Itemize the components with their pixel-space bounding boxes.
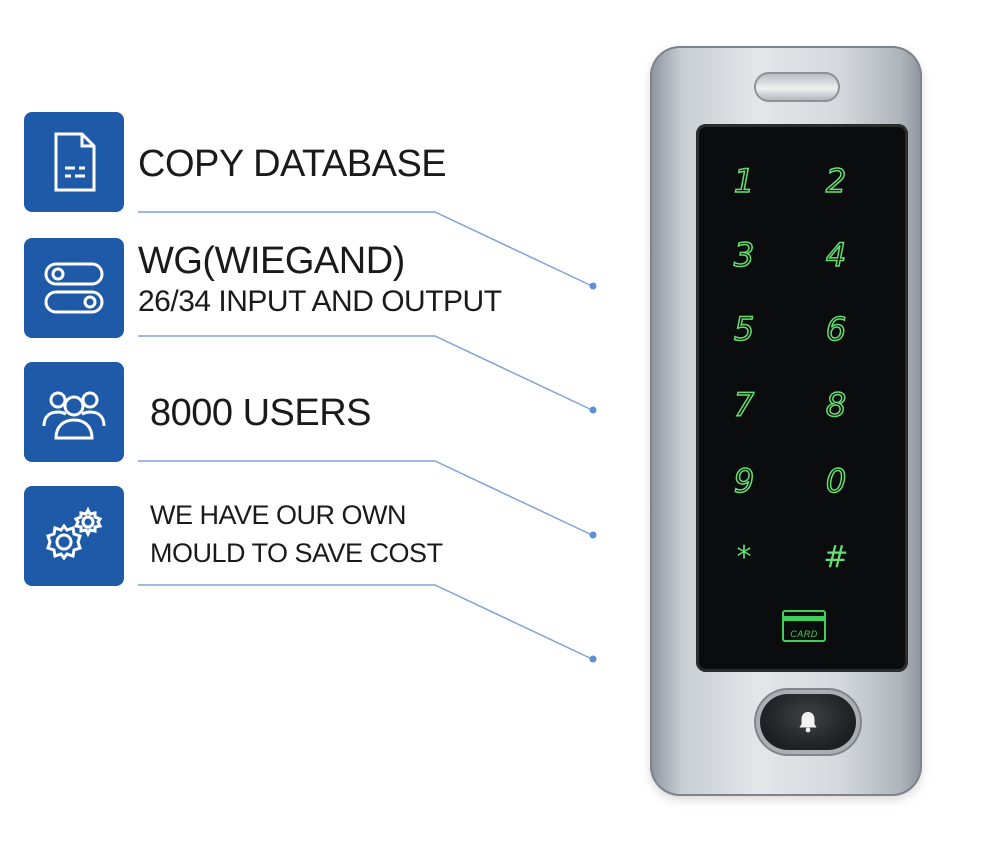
feature-icon-wiegand	[24, 238, 124, 338]
feature-icon-users	[24, 362, 124, 462]
key-star[interactable]: *	[736, 540, 752, 575]
feature-users-text: 8000 USERS	[150, 392, 372, 434]
bell-icon	[799, 712, 817, 733]
card-reader-area: CARD	[782, 610, 826, 642]
key-2[interactable]: 2	[825, 161, 847, 201]
key-hash[interactable]: #	[823, 540, 849, 575]
feature-wiegand-title: WG(WIEGAND)	[138, 240, 405, 282]
doorbell-button[interactable]	[760, 694, 856, 750]
feature-mould-line1: WE HAVE OUR OWN	[150, 500, 407, 530]
key-1[interactable]: 1	[733, 161, 755, 201]
key-7[interactable]: 7	[733, 385, 755, 425]
feature-copy-database-text: COPY DATABASE	[138, 143, 447, 185]
key-9[interactable]: 9	[733, 461, 755, 501]
access-control-keypad-device: 1 2 3 4 5 6 7 8 9 0 * # CARD	[650, 46, 922, 796]
gears-icon	[46, 506, 103, 561]
key-8[interactable]: 8	[825, 385, 847, 425]
document-icon	[54, 132, 96, 192]
feature-mould-line2: MOULD TO SAVE COST	[150, 538, 443, 568]
toggle-switch-icon	[44, 262, 104, 314]
key-3[interactable]: 3	[733, 235, 755, 275]
key-0[interactable]: 0	[825, 461, 847, 501]
key-5[interactable]: 5	[733, 309, 755, 349]
feature-icon-copy-database	[24, 112, 124, 212]
users-icon	[42, 391, 106, 440]
touch-keypad-panel: 1 2 3 4 5 6 7 8 9 0 * # CARD	[696, 124, 908, 672]
device-indicator-slot	[754, 72, 840, 102]
key-6[interactable]: 6	[825, 309, 847, 349]
card-stripe	[784, 616, 824, 621]
card-label: CARD	[790, 629, 818, 639]
feature-icon-mould	[24, 486, 124, 586]
key-4[interactable]: 4	[825, 235, 847, 275]
feature-wiegand-subtitle: 26/34 INPUT AND OUTPUT	[138, 285, 502, 318]
